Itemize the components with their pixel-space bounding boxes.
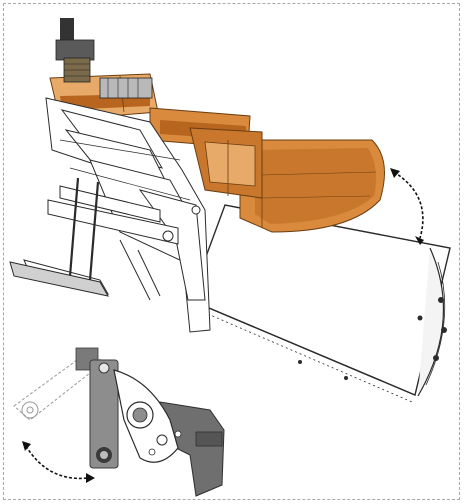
pivot-bracket-detail — [13, 347, 225, 497]
rotation-arrow-inset — [22, 441, 95, 483]
figure-frame — [3, 3, 460, 500]
motor-assembly — [55, 18, 153, 99]
rotation-arrow-main — [390, 168, 424, 245]
cylinder-housing — [189, 204, 451, 403]
orange-hood — [239, 139, 385, 233]
support-frame — [9, 97, 211, 333]
